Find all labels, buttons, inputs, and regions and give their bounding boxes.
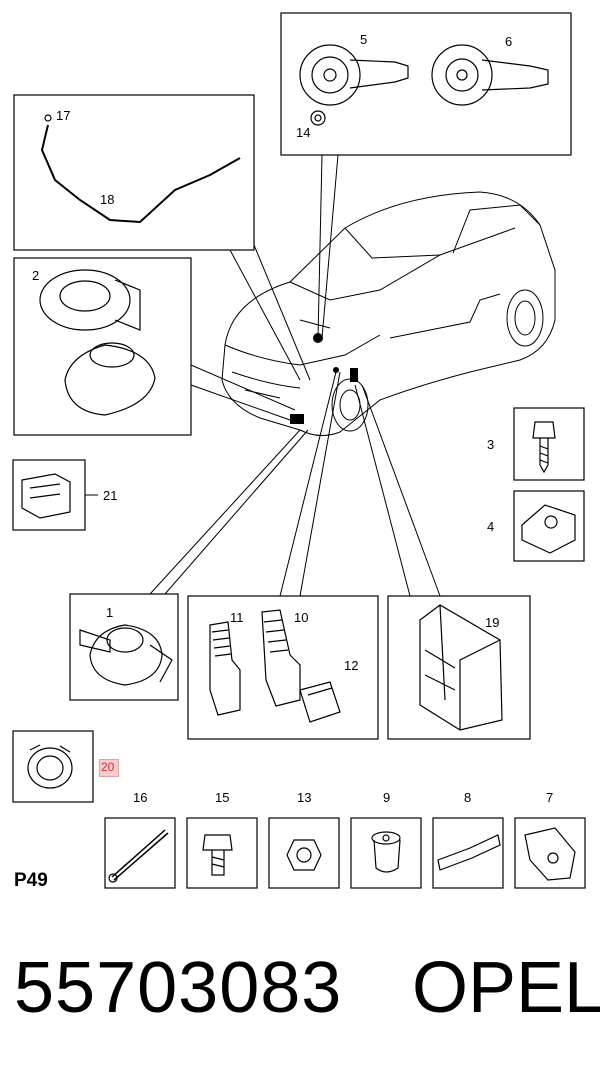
box-part-15 bbox=[186, 817, 258, 889]
box-horns-5-6-14 bbox=[280, 12, 572, 156]
car-callout-markers bbox=[290, 333, 358, 424]
box-part-20 bbox=[12, 730, 94, 803]
callout-9: 9 bbox=[383, 790, 390, 805]
callout-16: 16 bbox=[133, 790, 147, 805]
callout-4: 4 bbox=[487, 519, 494, 534]
callout-1: 1 bbox=[106, 605, 113, 620]
horn-2-illustration bbox=[39, 269, 156, 416]
horn-5-illustration bbox=[299, 44, 409, 126]
callout-14: 14 bbox=[296, 125, 310, 140]
leader-lines bbox=[85, 154, 441, 597]
clip-12-illustration bbox=[299, 681, 341, 723]
clip-nut-4-illustration bbox=[521, 504, 576, 554]
box-part-4 bbox=[513, 490, 585, 562]
ground-cable-illustration bbox=[40, 124, 241, 224]
callout-8: 8 bbox=[464, 790, 471, 805]
box-part-13 bbox=[268, 817, 340, 889]
bolt-15-illustration bbox=[202, 834, 233, 876]
box-part-7 bbox=[514, 817, 586, 889]
callout-21: 21 bbox=[103, 488, 117, 503]
cable-tie-16-illustration bbox=[111, 829, 169, 881]
bracket-7-illustration bbox=[524, 827, 576, 881]
box-part-3 bbox=[513, 407, 585, 481]
callout-17: 17 bbox=[56, 108, 70, 123]
rivet-nut-9-illustration bbox=[371, 831, 401, 873]
connector-11-illustration bbox=[209, 621, 241, 716]
box-cable-17-18 bbox=[13, 94, 255, 251]
callout-5: 5 bbox=[360, 32, 367, 47]
horn-6-illustration bbox=[431, 44, 549, 106]
callout-20: 20 bbox=[101, 760, 115, 774]
box-horn-2 bbox=[13, 257, 192, 436]
bracket-8-illustration bbox=[437, 834, 501, 871]
box-part-8 bbox=[432, 817, 504, 889]
horn-1-illustration bbox=[79, 624, 173, 686]
callout-11: 11 bbox=[230, 610, 244, 625]
callout-13: 13 bbox=[297, 790, 311, 805]
page-code: P49 bbox=[14, 870, 48, 891]
callout-2: 2 bbox=[32, 268, 39, 283]
ring-20-illustration bbox=[27, 744, 73, 789]
part-21-illustration bbox=[21, 473, 71, 519]
callout-10: 10 bbox=[294, 610, 308, 625]
callout-18: 18 bbox=[100, 192, 114, 207]
bolt-3-illustration bbox=[532, 421, 556, 474]
connector-10-illustration bbox=[261, 609, 301, 707]
callout-7: 7 bbox=[546, 790, 553, 805]
fuse-holder-19-illustration bbox=[419, 604, 503, 731]
callout-20-highlight[interactable]: 20 bbox=[99, 759, 119, 777]
box-part-19 bbox=[387, 595, 531, 740]
nut-13-illustration bbox=[286, 839, 322, 871]
brand-name: OPEL bbox=[412, 948, 600, 1028]
callout-19: 19 bbox=[485, 615, 499, 630]
callout-15: 15 bbox=[215, 790, 229, 805]
box-horn-1 bbox=[69, 593, 179, 701]
callout-12: 12 bbox=[344, 658, 358, 673]
box-part-9 bbox=[350, 817, 422, 889]
callout-6: 6 bbox=[505, 34, 512, 49]
box-part-16 bbox=[104, 817, 176, 889]
callout-3: 3 bbox=[487, 437, 494, 452]
box-connectors-10-11-12 bbox=[187, 595, 379, 740]
car-illustration bbox=[221, 191, 556, 436]
part-number: 55703083 bbox=[14, 948, 343, 1028]
